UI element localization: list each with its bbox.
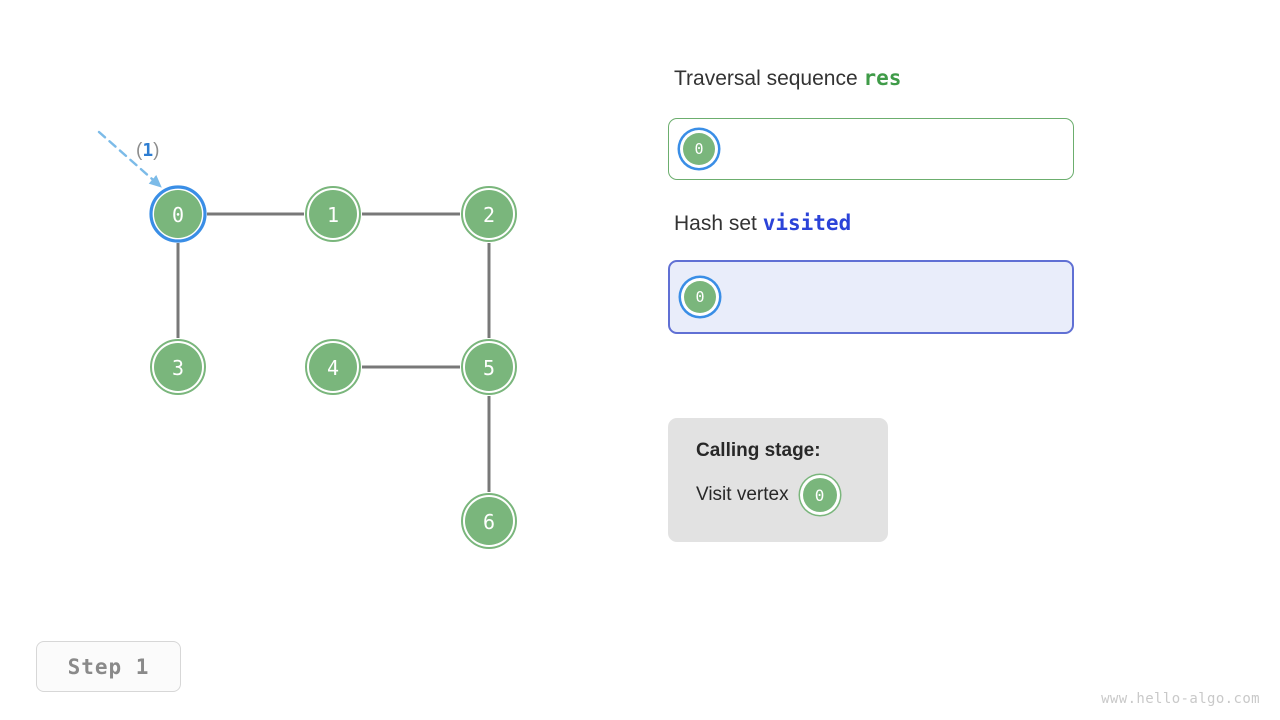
graph-node-label: 0 xyxy=(172,203,184,227)
res-item-token: 0 xyxy=(683,133,715,165)
graph-node-1[interactable]: 1 xyxy=(305,186,361,242)
graph-node-ring xyxy=(150,339,206,395)
graph-canvas: (1) 0 1 2 3 4 5 6 xyxy=(97,130,517,549)
graph-node-0[interactable]: 0 xyxy=(149,185,207,243)
graph-node-ring xyxy=(149,185,207,243)
pointer-label-close: ) xyxy=(153,140,159,161)
right-panel: Traversal sequence res 0 Hash set visite… xyxy=(668,0,1280,720)
pointer-label: (1) xyxy=(136,140,160,161)
graph-node-ring xyxy=(461,493,517,549)
calling-stage-panel: Calling stage: Visit vertex 0 xyxy=(668,418,888,542)
res-items: 0 xyxy=(683,133,715,165)
calling-stage-vertex-token: 0 xyxy=(802,478,837,512)
graph-node-fill xyxy=(309,190,357,238)
graph-node-ring xyxy=(305,339,361,395)
graph-node-label: 5 xyxy=(483,356,495,380)
graph-node-label: 2 xyxy=(483,203,495,227)
graph-pointer: (1) xyxy=(97,130,162,188)
graph-node-fill xyxy=(154,190,202,238)
visited-container: 0 xyxy=(668,260,1074,334)
graph-panel: (1) 0 1 2 3 4 5 6 xyxy=(0,0,640,640)
graph-node-6[interactable]: 6 xyxy=(461,493,517,549)
graph-node-fill xyxy=(465,343,513,391)
graph-nodes: 0 1 2 3 4 5 6 xyxy=(149,185,517,549)
graph-node-ring xyxy=(461,339,517,395)
visited-title-text: Hash set xyxy=(674,212,757,235)
graph-node-label: 1 xyxy=(327,203,339,227)
graph-node-label: 4 xyxy=(327,356,339,380)
graph-node-label: 6 xyxy=(483,510,495,534)
graph-node-fill xyxy=(154,343,202,391)
graph-node-2[interactable]: 2 xyxy=(461,186,517,242)
pointer-label-open: ( xyxy=(136,140,143,161)
graph-node-ring xyxy=(461,186,517,242)
visited-section-title: Hash set visited xyxy=(674,211,851,236)
visited-item-token: 0 xyxy=(684,281,716,313)
watermark: www.hello-algo.com xyxy=(1101,691,1260,707)
graph-node-label: 3 xyxy=(172,356,184,380)
step-badge-label: Step 1 xyxy=(67,654,150,679)
graph-node-4[interactable]: 4 xyxy=(305,339,361,395)
calling-stage-row: Visit vertex 0 xyxy=(696,478,888,512)
graph-node-5[interactable]: 5 xyxy=(461,339,517,395)
pointer-label-number: 1 xyxy=(142,140,153,161)
calling-stage-action: Visit vertex xyxy=(696,484,789,505)
res-container: 0 xyxy=(668,118,1074,180)
graph-node-fill xyxy=(309,343,357,391)
visited-title-code: visited xyxy=(762,211,852,235)
graph-node-3[interactable]: 3 xyxy=(150,339,206,395)
visited-items: 0 xyxy=(684,281,716,313)
pointer-arrow-icon xyxy=(97,130,162,188)
graph-node-ring xyxy=(305,186,361,242)
graph-node-fill xyxy=(465,497,513,545)
res-title-text: Traversal sequence xyxy=(674,67,858,90)
calling-stage-title: Calling stage: xyxy=(696,440,821,461)
res-title-code: res xyxy=(863,66,902,90)
step-badge: Step 1 xyxy=(36,641,181,692)
res-section-title: Traversal sequence res xyxy=(674,66,901,91)
graph-node-fill xyxy=(465,190,513,238)
graph-edges xyxy=(176,212,491,492)
